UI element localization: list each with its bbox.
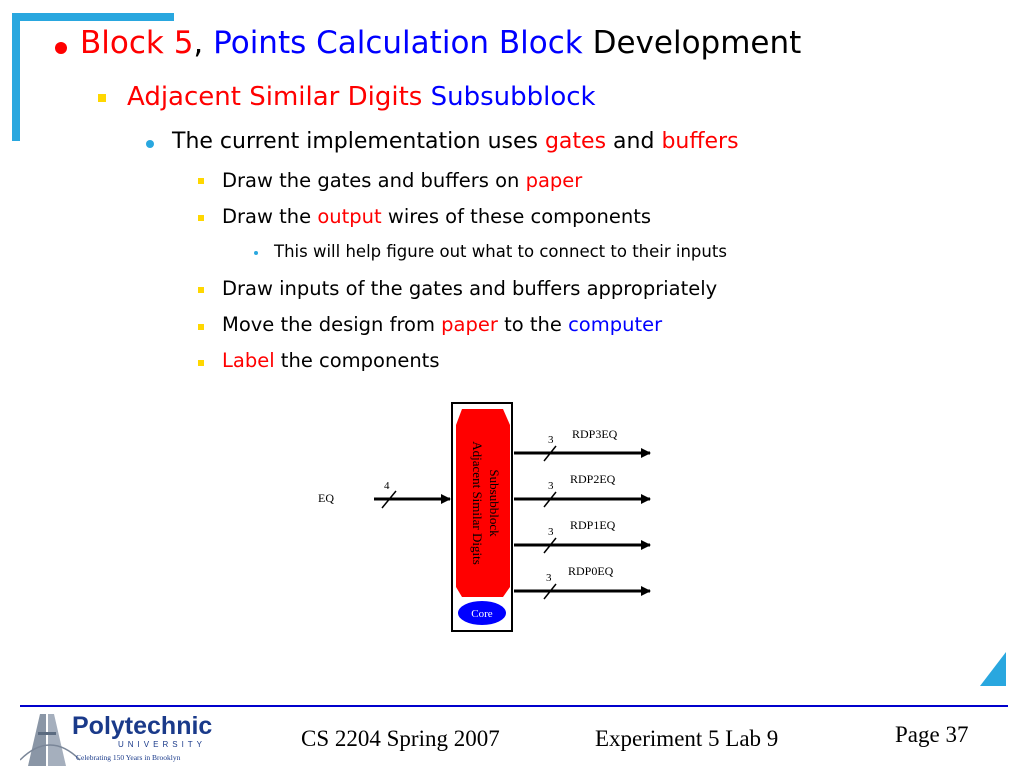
output-bus-slash [543,445,557,462]
item-bullet [198,360,204,366]
logo-tagline: Celebrating 150 Years in Brooklyn [76,753,181,762]
list-item: Draw the gates and buffers on paper [222,169,582,192]
bridge-logo-icon [20,714,80,766]
output-bus-slash [543,491,557,508]
item4-part2: paper [441,313,498,336]
slide-title: Block 5, Points Calculation Block Develo… [80,25,801,61]
output-name: RDP3EQ [572,427,618,441]
item2-part2: output [317,205,382,228]
title-part-points: Points Calculation Block [213,25,583,61]
level2-bullet [98,94,106,102]
input-bus-width: 4 [384,480,390,492]
level2-part2: Subsubblock [422,82,596,112]
input-name: EQ [318,491,334,505]
footer-divider [20,705,1008,707]
input-bus-slash [381,490,397,509]
output-bus-slash [543,537,557,554]
item4-part1: Move the design from [222,313,442,336]
output-name: RDP2EQ [570,472,616,486]
level3-text: The current implementation uses gates an… [172,129,739,154]
corner-triangle [980,652,1006,686]
output-bus-width: 3 [548,480,554,492]
output-rdp3eq: 3 RDP3EQ [514,427,651,462]
polytechnic-logo: Polytechnic UNIVERSITY Celebrating 150 Y… [20,710,230,766]
output-rdp0eq: 3 RDP0EQ [514,564,651,600]
level3-part4: buffers [661,129,739,154]
list-item: Label the components [222,349,439,372]
level3-part3: and [606,129,662,154]
title-part-comma: , [193,25,214,61]
list-item: Draw the output wires of these component… [222,205,651,228]
corner-bracket-left [12,13,20,141]
list-item: Move the design from paper to the comput… [222,313,662,336]
item4-part3: to the [497,313,569,336]
title-part-development: Development [582,25,802,61]
item4-part4: computer [568,313,663,336]
block-label-line2: Subsubblock [487,469,502,537]
corner-bracket-top [12,13,174,21]
item2-part1: Draw the [222,205,318,228]
item-bullet [198,324,204,330]
output-name: RDP0EQ [568,564,614,578]
level3-bullet [146,140,154,148]
sub-item-bullet [254,251,258,255]
list-item: Draw inputs of the gates and buffers app… [222,277,718,300]
core-label: Core [471,608,493,620]
sub-list-item: This will help figure out what to connec… [274,242,727,261]
level3-part1: The current implementation uses [172,129,545,154]
item5-part2: the components [274,349,440,372]
output-bus-slash [543,583,557,600]
logo-sub: UNIVERSITY [118,740,207,749]
output-bus-width: 3 [548,526,554,538]
output-bus-width: 3 [548,434,554,446]
footer-course: CS 2204 Spring 2007 [301,726,500,751]
level3-part2: gates [544,129,607,154]
item-bullet [198,287,204,293]
title-part-block: Block 5 [80,25,194,61]
logo-name: Polytechnic [72,712,213,740]
item2-part3: wires of these components [381,205,652,228]
block-label-line1: Adjacent Similar Digits [470,441,485,564]
level2-part1: Adjacent Similar Digits [127,82,423,112]
block-diagram: Adjacent Similar Digits Subsubblock Core… [318,402,651,632]
output-rdp1eq: 3 RDP1EQ [514,518,651,554]
item1-part1: Draw the gates and buffers on [222,169,526,192]
footer-page-number: Page 37 [895,722,969,747]
block-body [456,409,510,597]
item-bullet [198,178,204,184]
item-bullet [198,215,204,221]
footer-experiment: Experiment 5 Lab 9 [595,726,779,751]
item1-part2: paper [525,169,583,192]
output-bus-width: 3 [546,572,552,584]
item5-part1: Label [222,349,275,372]
output-rdp2eq: 3 RDP2EQ [514,472,651,508]
core-ellipse [458,601,506,625]
title-bullet [55,42,67,54]
output-name: RDP1EQ [570,518,616,532]
level2-heading: Adjacent Similar Digits Subsubblock [127,82,596,112]
